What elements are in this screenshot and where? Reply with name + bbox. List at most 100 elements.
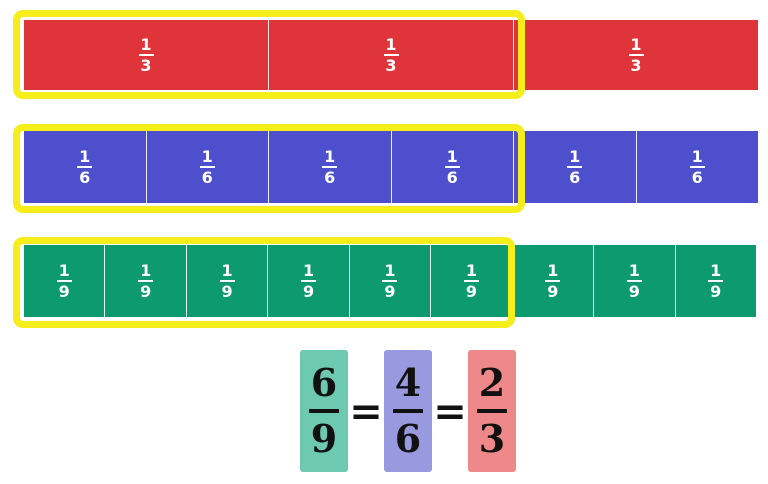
numerator: 1: [302, 261, 315, 280]
fraction-bar: [463, 280, 479, 282]
numerator: 1: [691, 147, 703, 166]
equation-fraction-two-thirds: 2 3: [468, 350, 516, 472]
denominator: 9: [302, 282, 315, 301]
numerator: 1: [140, 35, 152, 54]
fraction-bar: [56, 280, 72, 282]
denominator: 9: [221, 282, 233, 301]
numerator: 1: [630, 35, 642, 54]
fraction-bar: [309, 409, 339, 413]
denominator: 9: [384, 282, 396, 301]
numerator: 1: [140, 261, 152, 280]
fraction-bar: [626, 280, 642, 282]
fraction-bar: [219, 280, 235, 282]
fraction-bar: [301, 280, 317, 282]
fraction-bar: [444, 166, 460, 168]
fraction-bar: [138, 54, 154, 56]
equation: 6 9 = 4 6 = 2 3: [300, 350, 516, 472]
denominator: 9: [310, 416, 338, 461]
denominator: 9: [547, 282, 559, 301]
fraction-bar: [567, 166, 583, 168]
numerator: 1: [324, 147, 336, 166]
denominator: 6: [79, 168, 91, 187]
fraction-bar: [383, 54, 399, 56]
numerator: 2: [478, 360, 506, 405]
fraction-bar: [545, 280, 561, 282]
denominator: 9: [58, 282, 70, 301]
fraction-bar: [322, 166, 338, 168]
denominator: 9: [465, 282, 477, 301]
numerator: 1: [221, 261, 233, 280]
equals-sign: =: [349, 387, 383, 435]
denominator: 3: [385, 56, 397, 75]
equation-fraction-six-ninths: 6 9: [300, 350, 348, 472]
numerator: 1: [79, 147, 91, 166]
numerator: 1: [446, 147, 458, 166]
numerator: 1: [569, 147, 581, 166]
denominator: 3: [140, 56, 152, 75]
fraction-bar: [77, 166, 93, 168]
numerator: 1: [201, 147, 213, 166]
fraction-bar: [477, 409, 507, 413]
denominator: 6: [446, 168, 458, 187]
denominator: 6: [324, 168, 336, 187]
denominator: 6: [569, 168, 581, 187]
fraction-bar: [199, 166, 215, 168]
fraction-bar: [382, 280, 398, 282]
numerator: 6: [310, 360, 338, 405]
fraction-bar: [138, 280, 154, 282]
fraction-bar: [628, 54, 644, 56]
numerator: 4: [394, 360, 422, 405]
numerator: 1: [465, 261, 477, 280]
denominator: 9: [140, 282, 152, 301]
denominator: 9: [710, 282, 722, 301]
numerator: 1: [628, 261, 640, 280]
numerator: 1: [385, 35, 397, 54]
numerator: 1: [547, 261, 559, 280]
denominator: 9: [628, 282, 640, 301]
numerator: 1: [384, 261, 396, 280]
fraction-bar: [393, 409, 423, 413]
denominator: 3: [478, 416, 506, 461]
denominator: 3: [630, 56, 642, 75]
numerator: 1: [58, 261, 70, 280]
denominator: 6: [201, 168, 213, 187]
fraction-bar: [708, 280, 724, 282]
denominator: 6: [691, 168, 703, 187]
